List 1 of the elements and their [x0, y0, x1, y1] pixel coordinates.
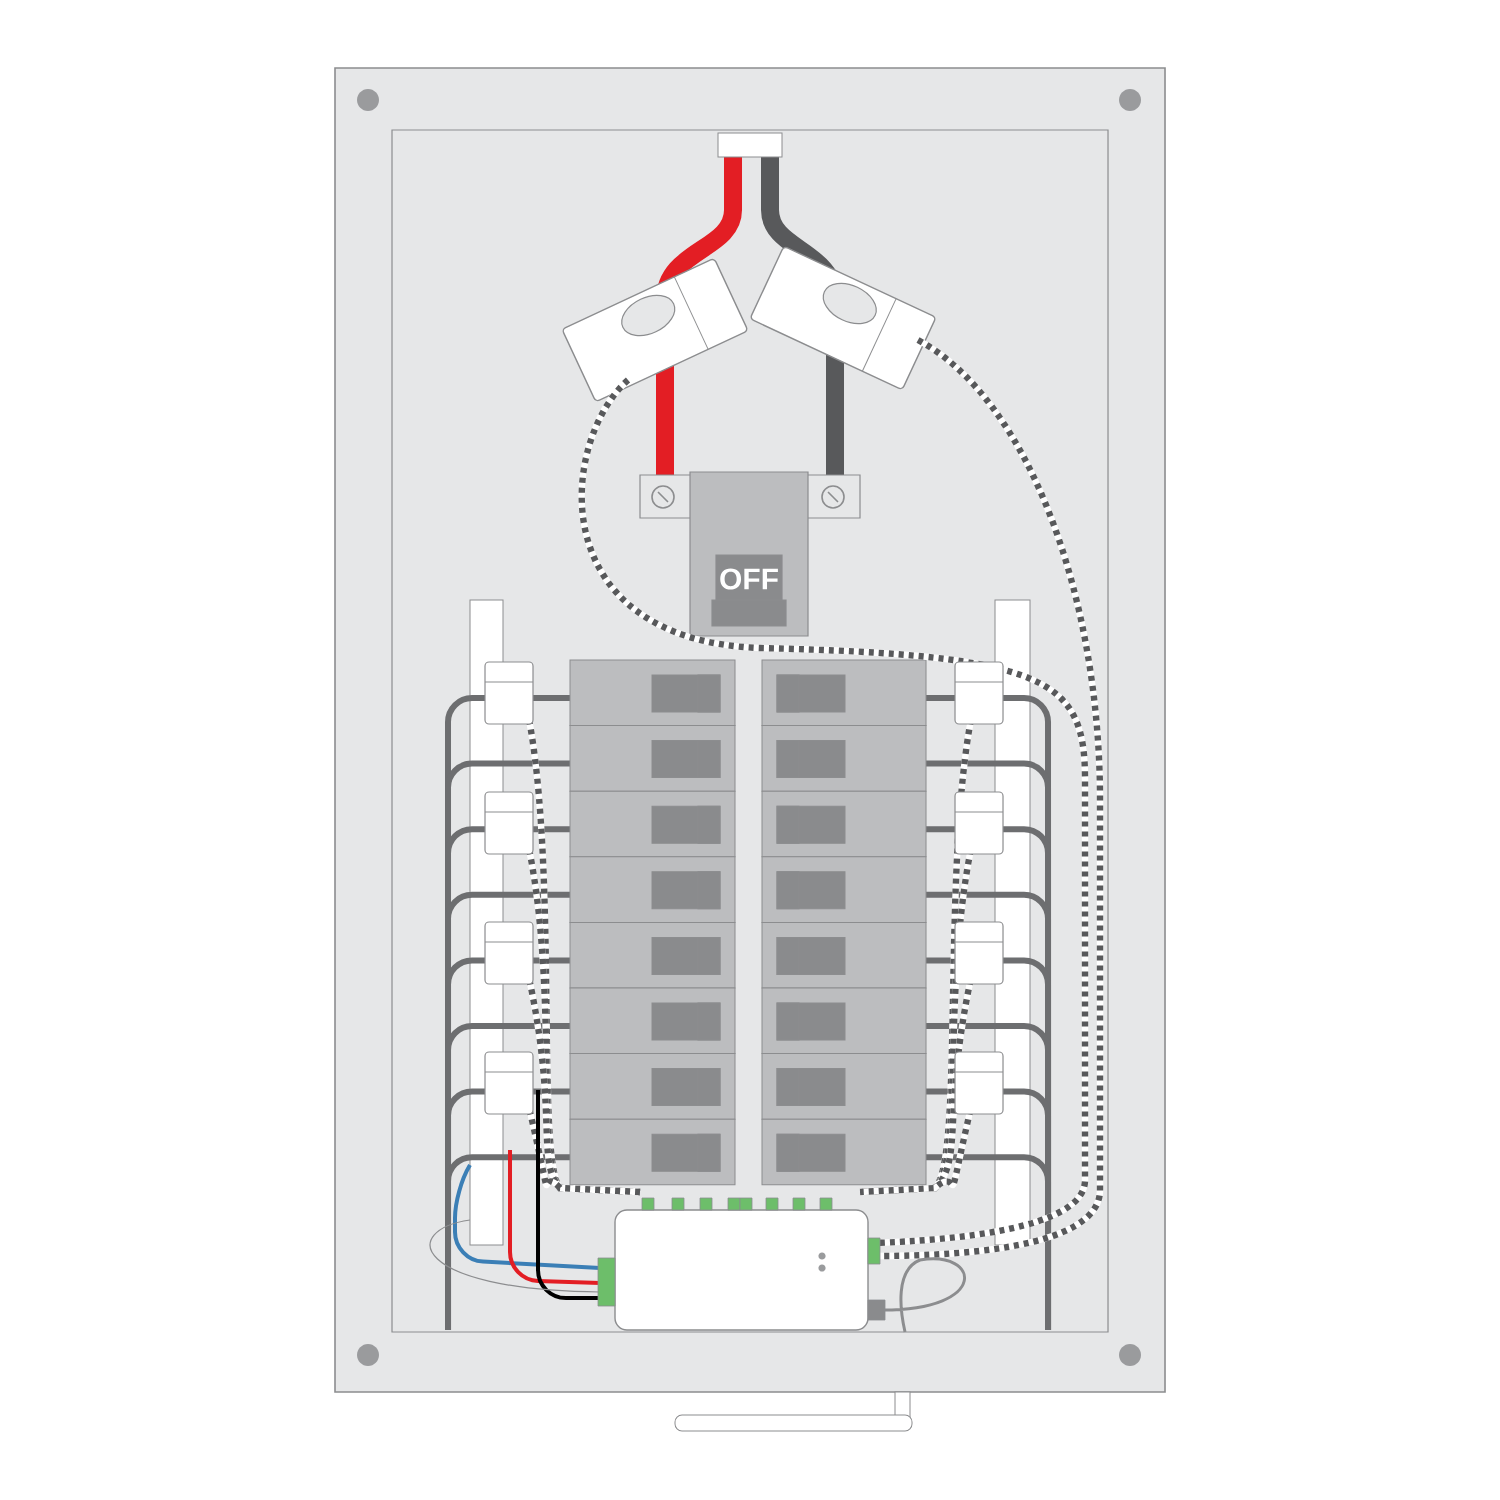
switch-label: OFF: [720, 568, 778, 590]
